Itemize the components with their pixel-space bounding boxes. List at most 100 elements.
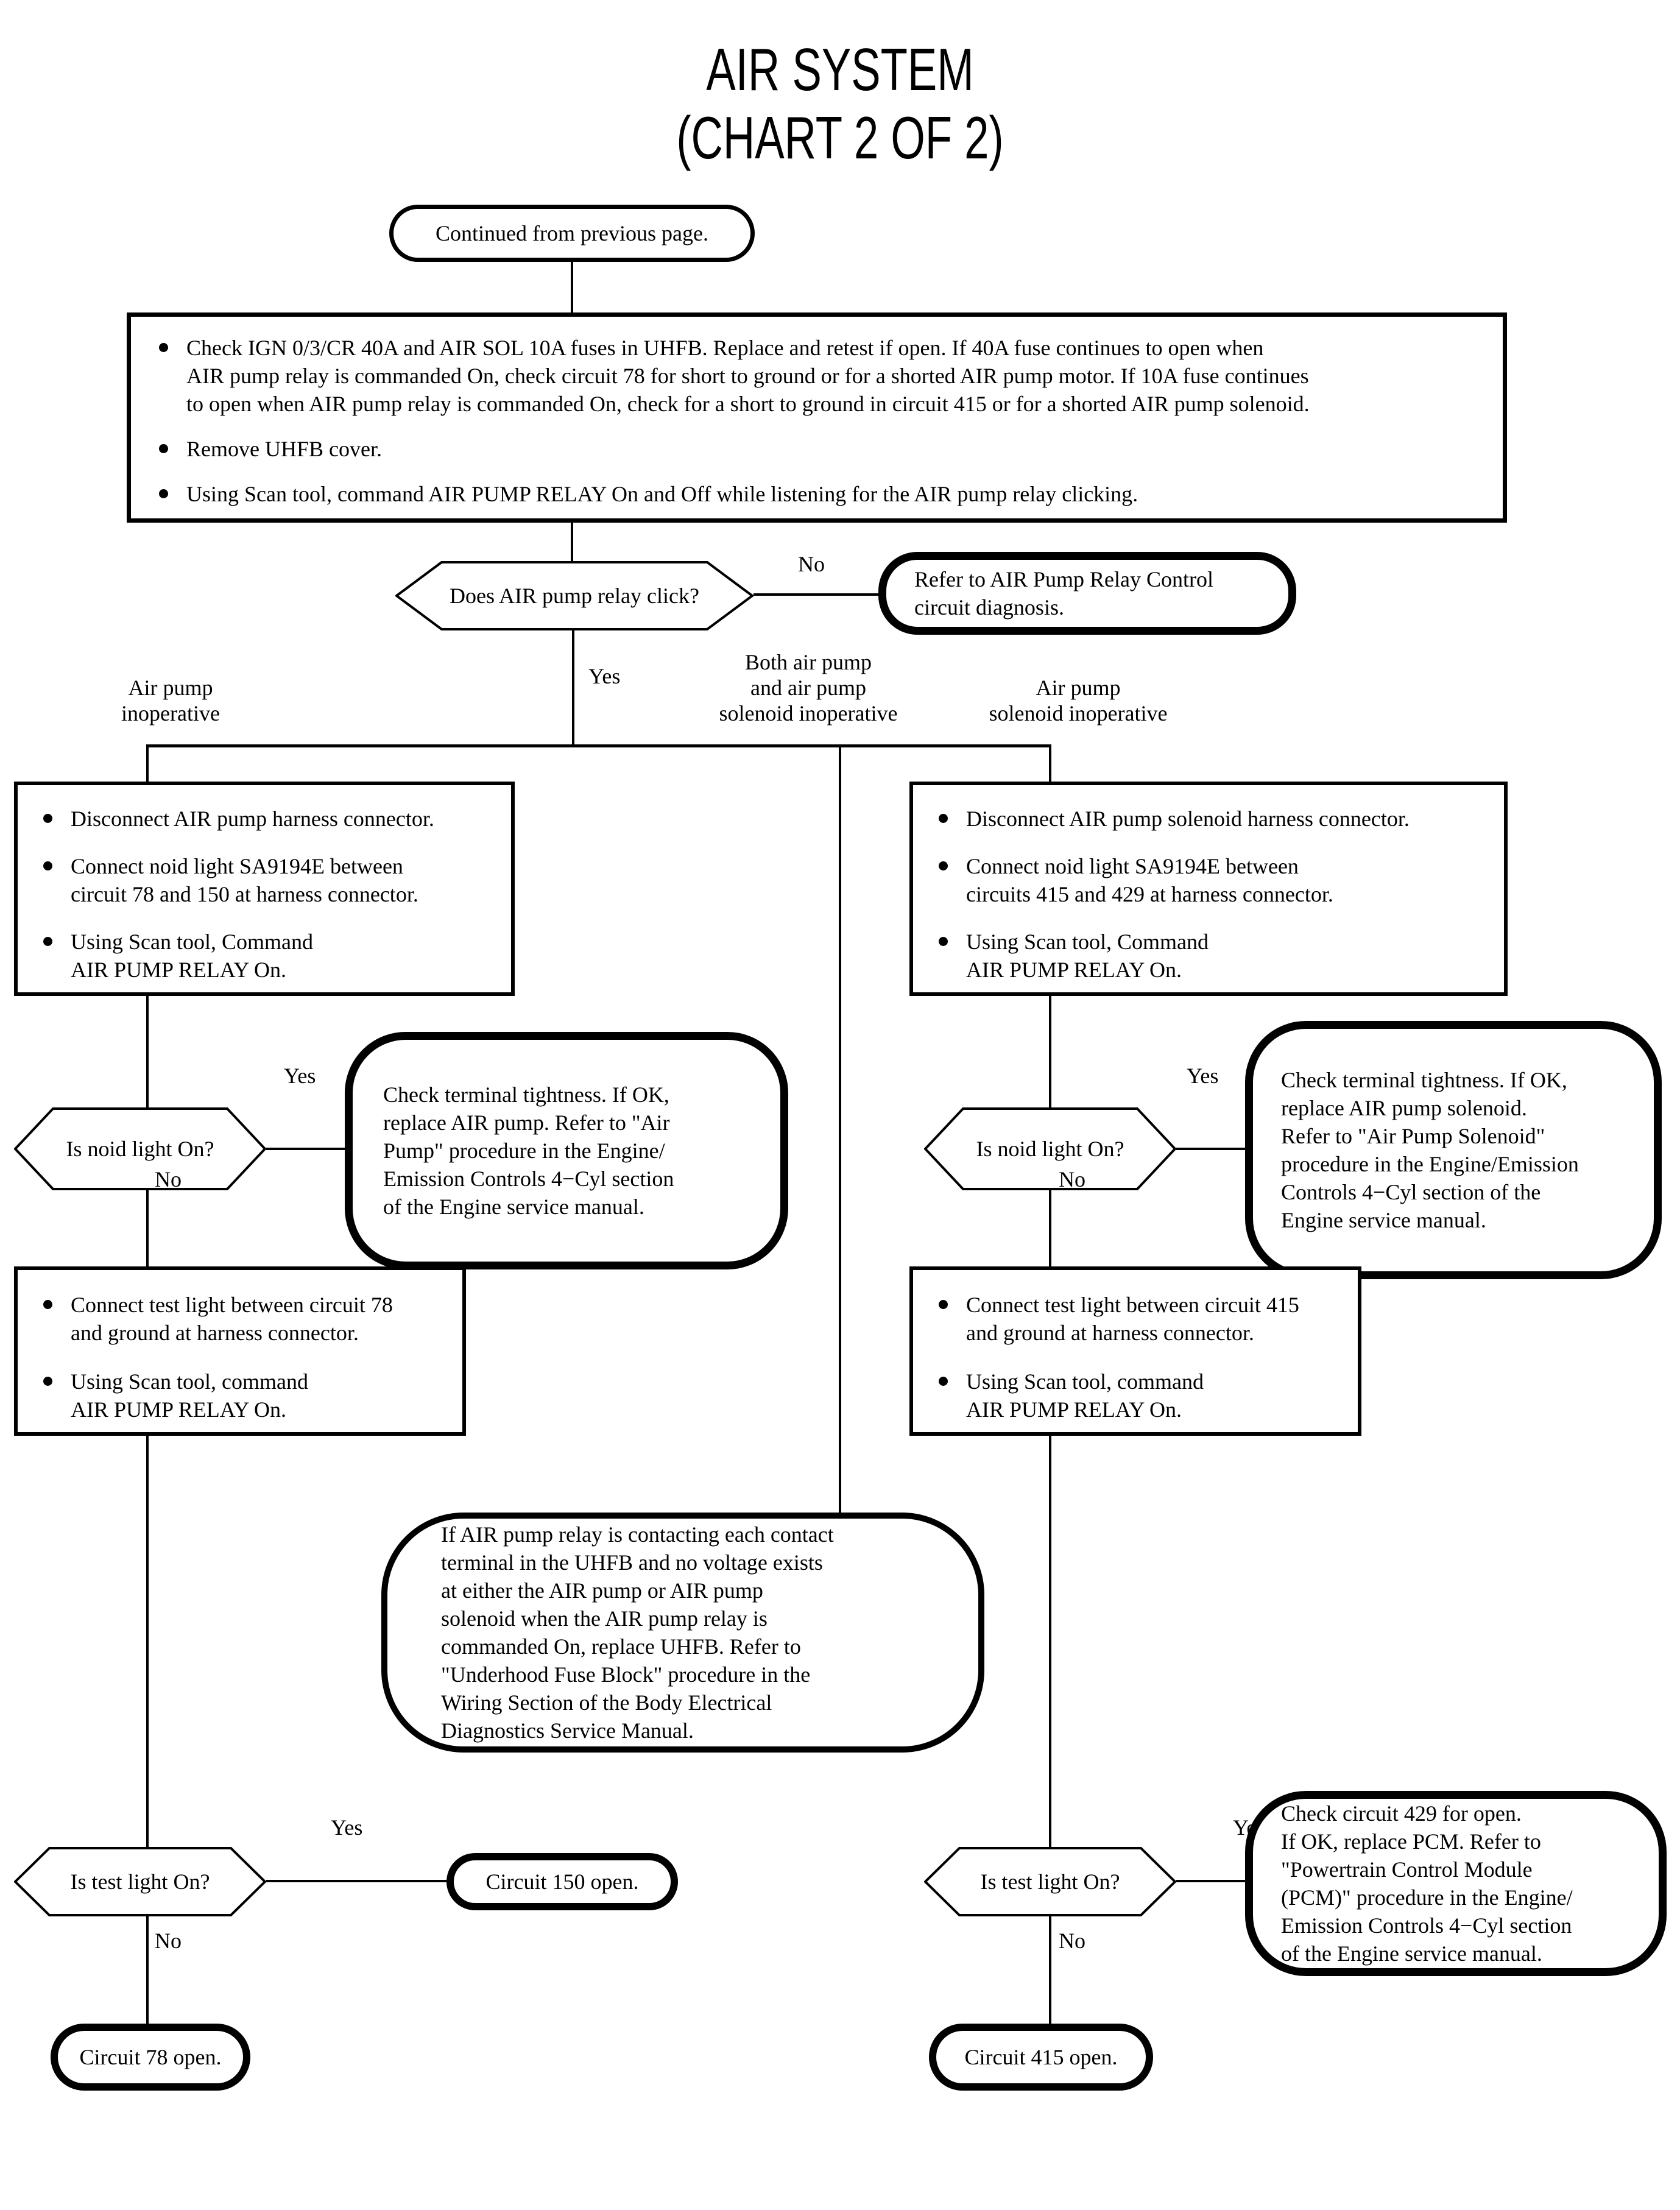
left-noid-yes-terminator: Check terminal tightness. If OK, replace…	[345, 1032, 788, 1269]
bullet-icon	[159, 444, 168, 453]
hexagon-shape	[14, 1107, 266, 1190]
connector-right-noid-yes	[1176, 1148, 1245, 1150]
right-decision-noid-light-text: Is noid light On?	[976, 1137, 1124, 1161]
connector-right-test-yes	[1176, 1880, 1245, 1882]
connector-split-to-left-box	[146, 744, 149, 783]
bullet-icon	[939, 814, 948, 823]
edge-label-yes: Yes	[284, 1064, 316, 1088]
decision-relay-click: Does AIR pump relay click?	[395, 560, 754, 631]
bullet-item: Connect noid light SA9194E between circu…	[939, 852, 1492, 908]
left-decision-test-light: Is test light On?	[14, 1846, 266, 1917]
bullet-item: Using Scan tool, command AIR PUMP RELAY …	[43, 1368, 453, 1424]
page-title: AIR SYSTEM (CHART 2 OF 2)	[0, 35, 1680, 172]
bullet-text: Using Scan tool, command AIR PUMP RELAY …	[71, 1369, 308, 1422]
right-test-box: Connect test light between circuit 415 a…	[909, 1266, 1361, 1436]
connector-left-noid-yes	[266, 1148, 346, 1150]
connector-left-test-box-to-test-decision	[146, 1435, 149, 1849]
connector-branch-split	[146, 744, 1051, 747]
left-decision-noid-light: Is noid light On?	[14, 1107, 266, 1191]
hexagon-shape	[14, 1847, 266, 1916]
bullet-icon	[43, 814, 52, 823]
left-test-no-text: Circuit 78 open.	[79, 2045, 222, 2069]
bullet-icon	[159, 343, 168, 352]
bullet-item: Connect noid light SA9194E between circu…	[43, 852, 499, 908]
left-setup-box: Disconnect AIR pump harness connector. C…	[14, 782, 515, 996]
right-noid-yes-terminator: Check terminal tightness. If OK, replace…	[1245, 1021, 1662, 1279]
bullet-item: Connect test light between circuit 78 an…	[43, 1291, 453, 1347]
bullet-icon	[939, 1300, 948, 1309]
hexagon-shape	[924, 1107, 1176, 1190]
edge-label-yes: Yes	[588, 664, 621, 688]
right-decision-noid-light: Is noid light On?	[924, 1107, 1176, 1191]
right-test-no-terminator: Circuit 415 open.	[929, 2024, 1153, 2091]
left-test-box: Connect test light between circuit 78 an…	[14, 1266, 466, 1436]
bullet-text: Connect test light between circuit 415 a…	[966, 1293, 1299, 1345]
bullet-text: Remove UHFB cover.	[186, 437, 382, 461]
bullet-item: Disconnect AIR pump harness connector.	[43, 805, 499, 833]
left-decision-test-light-text: Is test light On?	[70, 1869, 210, 1894]
connector-split-to-middle-note	[839, 744, 841, 1514]
connector-right-box-to-noid-decision	[1049, 995, 1051, 1108]
page-title-text: AIR SYSTEM (CHART 2 OF 2)	[676, 36, 1004, 171]
bullet-text: Using Scan tool, command AIR PUMP RELAY …	[186, 482, 1138, 506]
connector-step1-to-relay-decision	[571, 521, 573, 562]
right-test-no-text: Circuit 415 open.	[964, 2045, 1118, 2069]
connector-relay-no	[754, 593, 880, 596]
bullet-item: Check IGN 0/3/CR 40A and AIR SOL 10A fus…	[159, 334, 1486, 418]
bullet-item: Using Scan tool, Command AIR PUMP RELAY …	[939, 928, 1492, 984]
bullet-text: Using Scan tool, Command AIR PUMP RELAY …	[966, 930, 1209, 982]
edge-label-yes: Yes	[1187, 1064, 1219, 1088]
hexagon-shape	[924, 1847, 1176, 1916]
left-noid-yes-text: Check terminal tightness. If OK, replace…	[383, 1082, 674, 1219]
bullet-text: Connect noid light SA9194E between circu…	[71, 854, 418, 906]
middle-uhfb-note: If AIR pump relay is contacting each con…	[381, 1513, 984, 1753]
edge-label-no: No	[155, 1167, 182, 1191]
branch-label-air-pump-inoperative: Air pump inoperative	[121, 676, 220, 725]
connector-right-test-no	[1049, 1916, 1051, 2025]
start-node: Continued from previous page.	[389, 205, 755, 262]
bullet-text: Using Scan tool, command AIR PUMP RELAY …	[966, 1369, 1204, 1422]
bullet-icon	[939, 861, 948, 870]
edge-label-no: No	[1059, 1167, 1085, 1191]
left-test-yes-text: Circuit 150 open.	[485, 1869, 639, 1894]
right-setup-box: Disconnect AIR pump solenoid harness con…	[909, 782, 1508, 996]
bullet-text: Disconnect AIR pump solenoid harness con…	[966, 807, 1410, 831]
terminator-refer-relay-control-text: Refer to AIR Pump Relay Control circuit …	[914, 567, 1213, 620]
bullet-text: Connect test light between circuit 78 an…	[71, 1293, 393, 1345]
connector-left-test-yes	[266, 1880, 446, 1882]
decision-relay-click-text: Does AIR pump relay click?	[450, 584, 699, 608]
branch-label-solenoid-inoperative: Air pump solenoid inoperative	[989, 676, 1168, 725]
bullet-item: Using Scan tool, Command AIR PUMP RELAY …	[43, 928, 499, 984]
connector-start-to-step1	[571, 261, 573, 314]
terminator-refer-relay-control: Refer to AIR Pump Relay Control circuit …	[878, 552, 1296, 635]
edge-label-no: No	[1059, 1929, 1085, 1953]
middle-uhfb-note-text: If AIR pump relay is contacting each con…	[441, 1522, 834, 1743]
bullet-icon	[939, 1377, 948, 1386]
left-decision-noid-light-text: Is noid light On?	[66, 1137, 214, 1161]
bullet-icon	[43, 1377, 52, 1386]
bullet-text: Check IGN 0/3/CR 40A and AIR SOL 10A fus…	[186, 336, 1310, 416]
bullet-text: Disconnect AIR pump harness connector.	[71, 807, 434, 831]
edge-label-no: No	[155, 1929, 182, 1953]
connector-right-test-box-to-test-decision	[1049, 1435, 1051, 1849]
bullet-icon	[43, 1300, 52, 1309]
right-test-yes-terminator: Check circuit 429 for open. If OK, repla…	[1245, 1791, 1667, 1976]
right-test-yes-text: Check circuit 429 for open. If OK, repla…	[1281, 1801, 1573, 1966]
left-test-yes-terminator: Circuit 150 open.	[446, 1853, 678, 1910]
start-node-text: Continued from previous page.	[436, 221, 708, 245]
left-test-no-terminator: Circuit 78 open.	[51, 2024, 250, 2091]
connector-right-noid-no	[1049, 1190, 1051, 1266]
bullet-item: Using Scan tool, command AIR PUMP RELAY …	[159, 480, 1486, 508]
branch-label-both-inoperative: Both air pump and air pump solenoid inop…	[719, 650, 898, 725]
step-initial-checks-box: Check IGN 0/3/CR 40A and AIR SOL 10A fus…	[127, 312, 1507, 523]
edge-label-no: No	[798, 552, 825, 576]
bullet-icon	[159, 489, 168, 498]
bullet-item: Connect test light between circuit 415 a…	[939, 1291, 1348, 1347]
bullet-icon	[43, 937, 52, 946]
right-decision-test-light: Is test light On?	[924, 1846, 1176, 1917]
connector-left-box-to-noid-decision	[146, 995, 149, 1108]
edge-label-yes: Yes	[331, 1815, 363, 1840]
bullet-icon	[43, 861, 52, 870]
connector-split-to-right-box	[1049, 744, 1051, 783]
